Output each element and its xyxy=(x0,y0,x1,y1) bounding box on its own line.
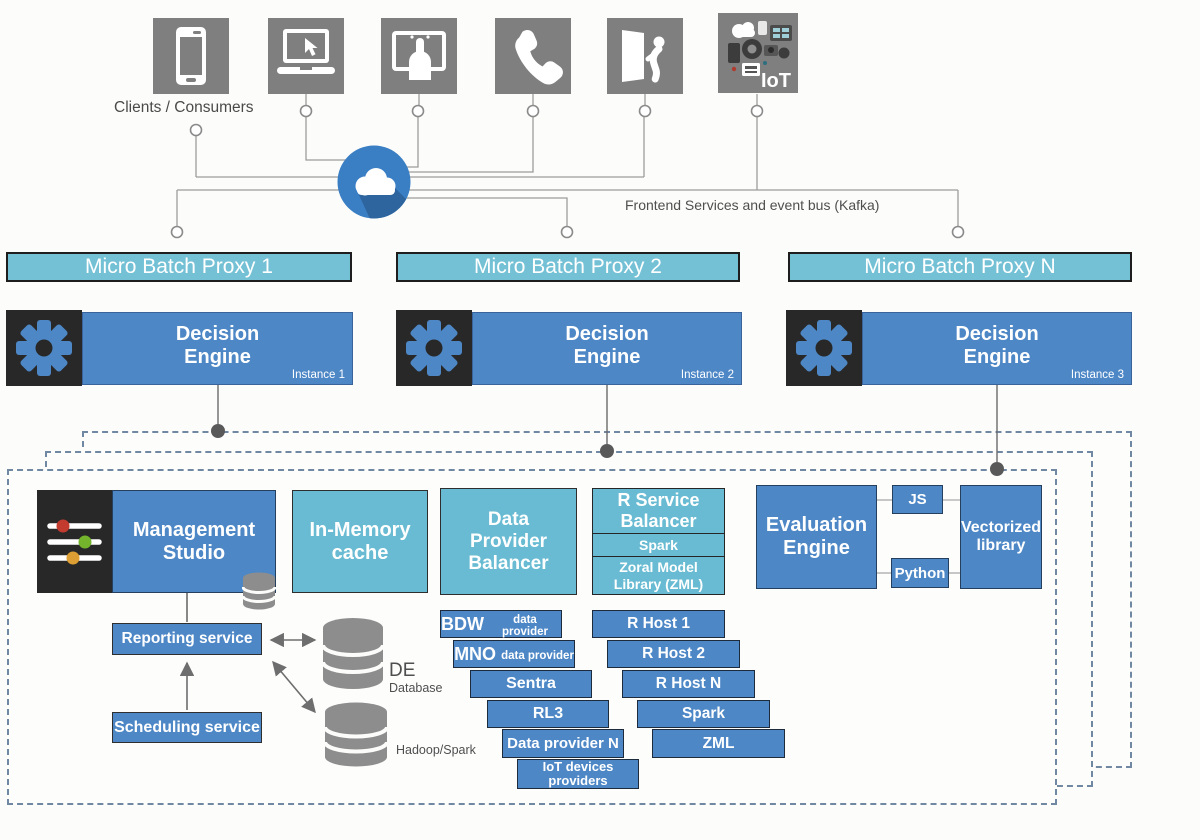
decision-engine-1: Decision Engine Instance 1 xyxy=(82,312,353,385)
spark-label: Spark xyxy=(639,537,678,553)
engine-3-icon-panel xyxy=(786,310,862,386)
evaluation-engine-label: Evaluation Engine xyxy=(765,514,868,559)
r-service-balancer-header: R Service Balancer xyxy=(593,489,724,533)
r-service-balancer-label: R Service Balancer xyxy=(617,490,700,531)
management-studio-block: Management Studio xyxy=(112,490,276,593)
data-provider-sentra: Sentra xyxy=(470,670,592,698)
python-label: Python xyxy=(894,564,946,582)
gear-icon xyxy=(796,320,852,376)
hadoop-spark-label: Hadoop/Spark xyxy=(396,743,476,757)
data-provider-n-label: Data provider N xyxy=(507,735,619,752)
r-host-2-block: R Host 2 xyxy=(607,640,740,668)
data-provider-balancer-label: Data Provider Balancer xyxy=(468,508,549,574)
data-provider-iot: IoT devices providers xyxy=(517,759,639,789)
laptop-icon xyxy=(277,29,335,74)
js-label: JS xyxy=(908,491,927,508)
iot-providers-label: IoT devices providers xyxy=(542,758,614,788)
engine-2-title: Decision Engine xyxy=(565,323,649,369)
r-host-1-label: R Host 1 xyxy=(627,615,690,632)
tablet-touch-icon xyxy=(392,31,446,80)
de-database-type: Database xyxy=(389,681,443,695)
door-person-icon xyxy=(622,30,665,83)
micro-batch-proxy-n: Micro Batch Proxy N xyxy=(788,252,1132,282)
r-host-n-label: R Host N xyxy=(655,675,722,692)
reporting-service-block: Reporting service xyxy=(112,623,262,655)
client-tile-tablet xyxy=(381,18,457,94)
data-provider-mno: MNO data provider xyxy=(453,640,575,668)
sentra-label: Sentra xyxy=(506,675,556,692)
r-host-n-block: R Host N xyxy=(622,670,755,698)
decision-engine-2: Decision Engine Instance 2 xyxy=(472,312,742,385)
data-provider-balancer-block: Data Provider Balancer xyxy=(440,488,577,595)
vectorized-library-block: Vectorized library xyxy=(960,485,1042,589)
client-tile-laptop xyxy=(268,18,344,94)
proxy-n-label: Micro Batch Proxy N xyxy=(864,255,1056,278)
zml-label: Zoral Model Library (ZML) xyxy=(613,558,704,592)
vectorized-library-label: Vectorized library xyxy=(960,519,1042,554)
phone-handset-icon xyxy=(515,29,563,85)
management-db-icon xyxy=(242,572,276,610)
zml-host-block: ZML xyxy=(652,729,785,758)
engine-2-instance: Instance 2 xyxy=(680,369,734,381)
proxy-2-label: Micro Batch Proxy 2 xyxy=(474,255,662,278)
data-provider-n: Data provider N xyxy=(502,729,624,758)
client-tile-phone xyxy=(495,18,571,94)
spark-host-block: Spark xyxy=(637,700,770,728)
smartphone-icon xyxy=(176,27,206,85)
cloud-icon xyxy=(337,145,411,219)
client-tile-smartphone xyxy=(153,18,229,94)
iot-label: IoT xyxy=(761,70,791,92)
mno-name: MNO xyxy=(454,643,497,664)
clients-consumers-label: Clients / Consumers xyxy=(114,99,254,116)
data-provider-rl3: RL3 xyxy=(487,700,609,728)
engine-1-title: Decision Engine xyxy=(175,323,260,369)
r-host-1-block: R Host 1 xyxy=(592,610,725,638)
management-studio-label: Management Studio xyxy=(132,518,256,564)
de-database-name: DE xyxy=(389,660,416,681)
client-tile-kiosk xyxy=(607,18,683,94)
in-memory-cache-label: In-Memory cache xyxy=(309,518,411,564)
micro-batch-proxy-2: Micro Batch Proxy 2 xyxy=(396,252,740,282)
event-bus-label: Frontend Services and event bus (Kafka) xyxy=(625,197,880,213)
bdw-name: BDW xyxy=(441,613,484,634)
scheduling-service-block: Scheduling service xyxy=(112,712,262,743)
decision-engine-3: Decision Engine Instance 3 xyxy=(862,312,1132,385)
management-studio-icon-panel xyxy=(37,490,112,593)
mno-suffix: data provider xyxy=(501,650,574,662)
sliders-icon xyxy=(47,519,102,565)
python-block: Python xyxy=(891,558,949,588)
gear-icon xyxy=(16,320,72,376)
data-provider-bdw: BDW data provider xyxy=(440,610,562,638)
engine-2-icon-panel xyxy=(396,310,472,386)
engine-1-instance: Instance 1 xyxy=(291,369,345,381)
engine-1-icon-panel xyxy=(6,310,82,386)
de-database-icon xyxy=(322,618,384,689)
client-tile-iot: IoT xyxy=(718,13,798,93)
gear-icon xyxy=(406,320,462,376)
zml-host-label: ZML xyxy=(702,734,735,752)
scheduling-service-label: Scheduling service xyxy=(114,718,260,736)
proxy-1-label: Micro Batch Proxy 1 xyxy=(85,255,273,278)
micro-batch-proxy-1: Micro Batch Proxy 1 xyxy=(6,252,352,282)
bdw-suffix: data provider xyxy=(501,614,548,638)
hadoop-spark-db-icon xyxy=(324,702,388,767)
r-service-balancer-spark: Spark xyxy=(593,533,724,556)
r-service-balancer-zml: Zoral Model Library (ZML) xyxy=(593,556,724,594)
r-host-2-label: R Host 2 xyxy=(642,645,705,662)
iot-devices-icon: IoT xyxy=(728,21,792,92)
spark-host-label: Spark xyxy=(681,705,726,722)
in-memory-cache-block: In-Memory cache xyxy=(292,490,428,593)
r-service-balancer-block: R Service Balancer Spark Zoral Model Lib… xyxy=(592,488,725,595)
reporting-service-label: Reporting service xyxy=(121,630,253,647)
js-block: JS xyxy=(892,485,943,514)
evaluation-engine-block: Evaluation Engine xyxy=(756,485,877,589)
rl3-label: RL3 xyxy=(532,705,564,722)
engine-3-instance: Instance 3 xyxy=(1070,369,1124,381)
engine-3-title: Decision Engine xyxy=(955,323,1039,369)
